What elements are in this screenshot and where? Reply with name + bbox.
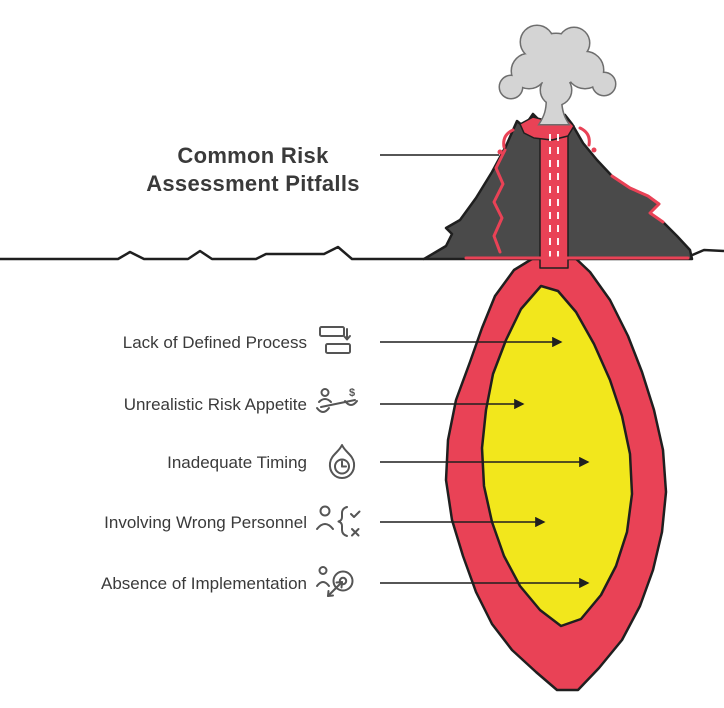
implementation-icon — [316, 566, 354, 597]
pitfall-row: Inadequate Timing — [167, 444, 590, 479]
pitfall-label: Absence of Implementation — [101, 574, 307, 593]
lava-ledge-right — [610, 174, 665, 224]
ground-line-right — [689, 248, 724, 258]
pitfall-label: Unrealistic Risk Appetite — [124, 395, 307, 414]
lava-conduit — [539, 125, 569, 269]
ground-line-left — [0, 245, 424, 261]
wrong-personnel-icon — [316, 505, 361, 537]
svg-text:$: $ — [349, 387, 355, 399]
pitfall-row: Absence of Implementation — [101, 566, 590, 597]
pitfall-row: Unrealistic Risk Appetite $ — [124, 387, 525, 414]
pitfall-row: Lack of Defined Process — [123, 326, 563, 354]
pitfall-label: Inadequate Timing — [167, 453, 307, 472]
pitfall-label: Involving Wrong Personnel — [104, 513, 307, 532]
lava-flow-left — [492, 148, 507, 254]
inadequate-timing-icon — [328, 444, 356, 479]
risk-appetite-icon: $ — [316, 387, 358, 413]
lava-spurt-left — [497, 128, 515, 155]
title-line-1: Common Risk — [177, 143, 329, 168]
title-line-2: Assessment Pitfalls — [146, 171, 360, 196]
pitfall-label: Lack of Defined Process — [123, 333, 307, 352]
pitfall-row: Involving Wrong Personnel — [104, 505, 546, 537]
lava-spurt-right — [578, 126, 597, 153]
defined-process-icon — [319, 326, 351, 354]
smoke-cloud — [498, 24, 617, 126]
page-title: Common Risk Assessment Pitfalls — [146, 143, 499, 196]
